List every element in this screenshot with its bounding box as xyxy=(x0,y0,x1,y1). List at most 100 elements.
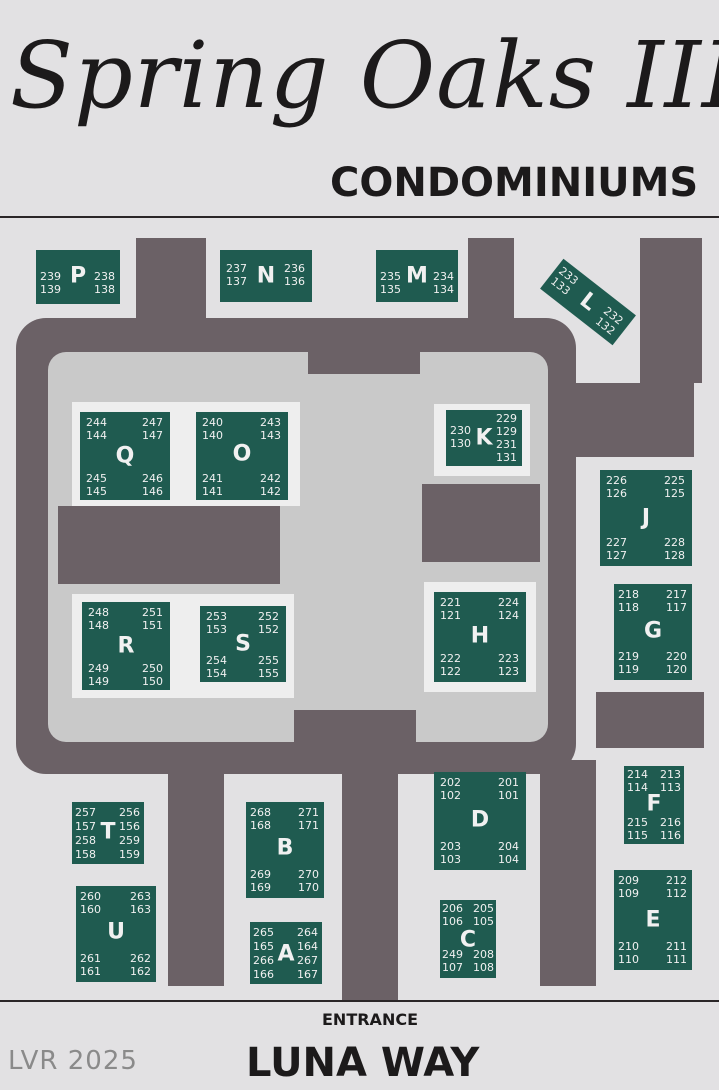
building-h[interactable]: H 221 121 224 124 222 122 223 123 xyxy=(434,592,526,682)
unit-number: 131 xyxy=(496,451,517,464)
unit-number: 228 xyxy=(664,536,685,549)
unit-number: 107 xyxy=(442,961,463,974)
building-letter: N xyxy=(256,263,276,289)
building-p[interactable]: P 239 139 238 138 xyxy=(36,250,120,304)
building-letter: T xyxy=(100,819,116,845)
unit-number: 122 xyxy=(440,665,461,678)
unit-number: 167 xyxy=(297,968,318,981)
building-b[interactable]: B 268 168 271 171 269 169 270 170 xyxy=(246,802,324,898)
building-c[interactable]: C 206 106 205 105 249 107 208 108 xyxy=(440,900,496,978)
unit-number: 218 xyxy=(618,588,639,601)
unit-number: 203 xyxy=(440,840,461,853)
unit-number: 169 xyxy=(250,881,271,894)
building-m[interactable]: M 235 135 234 134 xyxy=(376,250,458,302)
unit-number: 158 xyxy=(75,848,96,861)
unit-number: 256 xyxy=(119,806,140,819)
unit-number: 154 xyxy=(206,667,227,680)
unit-number: 144 xyxy=(86,429,107,442)
building-letter: U xyxy=(107,919,125,945)
unit-number: 257 xyxy=(75,806,96,819)
unit-number: 267 xyxy=(297,954,318,967)
unit-number: 261 xyxy=(80,952,101,965)
building-e[interactable]: E 209 109 212 112 210 110 211 111 xyxy=(614,870,692,970)
unit-number: 151 xyxy=(142,619,163,632)
unit-number: 114 xyxy=(627,781,648,794)
header-divider xyxy=(0,216,719,218)
parking-strip-east xyxy=(422,484,540,562)
unit-number: 264 xyxy=(297,926,318,939)
building-g[interactable]: G 218 118 217 117 219 119 220 120 xyxy=(614,584,692,680)
building-t[interactable]: T 257 157 256 156 258 158 259 159 xyxy=(72,802,144,864)
building-letter: G xyxy=(643,618,663,644)
unit-number: 202 xyxy=(440,776,461,789)
unit-number: 127 xyxy=(606,549,627,562)
unit-number: 102 xyxy=(440,789,461,802)
building-letter: H xyxy=(470,623,490,649)
unit-number: 150 xyxy=(142,675,163,688)
unit-number: 268 xyxy=(250,806,271,819)
unit-number: 210 xyxy=(618,940,639,953)
building-letter: E xyxy=(645,907,661,933)
unit-number: 106 xyxy=(442,915,463,928)
unit-number: 255 xyxy=(258,654,279,667)
building-letter: K xyxy=(475,425,493,451)
unit-number: 235 xyxy=(380,270,401,283)
road-entrance xyxy=(342,772,398,1000)
unit-number: 160 xyxy=(80,903,101,916)
building-letter: Q xyxy=(115,443,135,469)
unit-number: 156 xyxy=(119,820,140,833)
unit-number: 270 xyxy=(298,868,319,881)
building-a[interactable]: A 265 165 264 164 266 166 267 167 xyxy=(250,922,322,984)
unit-number: 126 xyxy=(606,487,627,500)
unit-number: 128 xyxy=(664,549,685,562)
unit-number: 246 xyxy=(142,472,163,485)
unit-number: 120 xyxy=(666,663,687,676)
unit-number: 201 xyxy=(498,776,519,789)
unit-number: 101 xyxy=(498,789,519,802)
entrance-label: ENTRANCE xyxy=(322,1010,418,1029)
unit-number: 123 xyxy=(498,665,519,678)
building-f[interactable]: F 214 114 213 113 215 115 216 116 xyxy=(624,766,684,844)
unit-number: 236 xyxy=(284,262,305,275)
unit-number: 230 xyxy=(450,424,471,437)
unit-number: 206 xyxy=(442,902,463,915)
unit-number: 213 xyxy=(660,768,681,781)
unit-number: 231 xyxy=(496,438,517,451)
building-letter: F xyxy=(646,791,662,817)
building-letter: L xyxy=(574,287,602,317)
unit-number: 254 xyxy=(206,654,227,667)
unit-number: 143 xyxy=(260,429,281,442)
unit-number: 243 xyxy=(260,416,281,429)
building-q[interactable]: Q 244 144 247 147 245 145 246 146 xyxy=(80,412,170,500)
unit-number: 125 xyxy=(664,487,685,500)
building-o[interactable]: O 240 140 243 143 241 141 242 142 xyxy=(196,412,288,500)
unit-number: 245 xyxy=(86,472,107,485)
unit-number: 121 xyxy=(440,609,461,622)
building-k[interactable]: K 230 130 229 129 231 131 xyxy=(446,410,522,466)
unit-number: 149 xyxy=(88,675,109,688)
building-letter: J xyxy=(641,505,651,531)
building-letter: M xyxy=(406,263,428,289)
building-s[interactable]: S 253 153 252 152 254 154 255 155 xyxy=(200,606,286,682)
parking-strip-west xyxy=(58,506,280,584)
unit-number: 204 xyxy=(498,840,519,853)
building-letter: O xyxy=(232,441,252,467)
building-u[interactable]: U 260 160 263 163 261 161 262 162 xyxy=(76,886,156,982)
building-j[interactable]: J 226 126 225 125 227 127 228 128 xyxy=(600,470,692,566)
unit-number: 211 xyxy=(666,940,687,953)
unit-number: 238 xyxy=(94,270,115,283)
unit-number: 117 xyxy=(666,601,687,614)
building-d[interactable]: D 202 102 201 101 203 103 204 104 xyxy=(434,772,526,870)
building-letter: D xyxy=(470,807,490,833)
unit-number: 237 xyxy=(226,262,247,275)
unit-number: 159 xyxy=(119,848,140,861)
unit-number: 249 xyxy=(442,948,463,961)
courtyard-notch-top xyxy=(308,352,420,374)
building-r[interactable]: R 248 148 251 151 249 149 250 150 xyxy=(82,602,170,690)
building-letter: C xyxy=(459,927,477,953)
building-n[interactable]: N 237 137 236 136 xyxy=(220,250,312,302)
map-title: Spring Oaks III xyxy=(10,22,719,129)
unit-number: 147 xyxy=(142,429,163,442)
unit-number: 124 xyxy=(498,609,519,622)
courtyard-notch-bottom xyxy=(294,710,416,746)
